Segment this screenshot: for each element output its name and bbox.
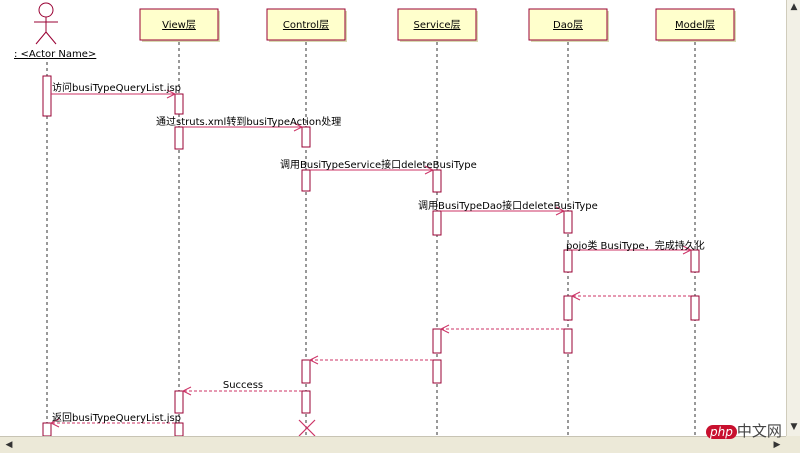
activation-bar — [563, 249, 573, 273]
scroll-corner — [786, 436, 800, 453]
activation-bar — [690, 295, 700, 321]
activation-bar — [174, 93, 184, 115]
lifeline-dao-label: Dao层 — [553, 19, 583, 31]
lifeline-view[interactable]: View层 — [139, 8, 220, 436]
activation-bar — [174, 126, 184, 150]
lifeline-control[interactable]: Control层 — [266, 8, 347, 436]
message-4-label: 调用BusiTypeDao接口deleteBusiType — [418, 199, 598, 212]
destroy-marker — [298, 419, 316, 436]
lifeline-model[interactable]: Model层 — [655, 8, 736, 436]
message-5-label: pojo类 BusiType，完成持久化 — [566, 239, 705, 252]
activation-bar — [301, 126, 311, 148]
activation-bar — [432, 359, 442, 384]
arrowhead-icon — [570, 291, 581, 301]
vertical-scrollbar[interactable]: ▲ ▼ — [786, 0, 800, 436]
lifeline-view-head[interactable] — [139, 8, 219, 41]
activation-bar — [42, 75, 52, 117]
lifeline-control-head[interactable] — [266, 8, 346, 41]
activation-bar — [690, 249, 700, 273]
message-2[interactable]: 通过struts.xml转到busiTypeAction处理 — [156, 115, 341, 132]
activation-bar — [432, 169, 442, 193]
scroll-up-icon[interactable]: ▲ — [790, 2, 798, 12]
message-1-label: 访问busiTypeQueryList.jsp — [52, 81, 181, 94]
activation-bar — [174, 390, 184, 414]
message-5[interactable]: pojo类 BusiType，完成持久化 — [566, 239, 705, 255]
lifeline-dao[interactable]: Dao层 — [528, 8, 609, 436]
arrowhead-icon — [166, 89, 177, 99]
message-3[interactable]: 调用BusiTypeService接口deleteBusiType — [280, 158, 477, 175]
arrowhead-icon — [181, 386, 192, 396]
activation-bar — [42, 422, 52, 436]
arrowhead-icon — [439, 324, 450, 334]
arrowhead-icon — [308, 355, 319, 365]
message-3-label: 调用BusiTypeService接口deleteBusiType — [280, 158, 477, 171]
sequence-diagram: : <Actor Name> View层 Control层 Service层 Dao层… — [14, 2, 736, 436]
message-9[interactable]: Success — [181, 380, 302, 396]
activation-bar — [301, 169, 311, 192]
message-9-label: Success — [223, 380, 263, 391]
lifeline-model-head[interactable] — [655, 8, 735, 41]
message-2-label: 通过struts.xml转到busiTypeAction处理 — [156, 115, 341, 128]
arrowhead-icon — [555, 206, 566, 216]
lifeline-dao-head[interactable] — [528, 8, 608, 41]
scroll-left-icon[interactable]: ◀ — [5, 440, 13, 450]
arrowhead-icon — [682, 245, 693, 255]
message-1[interactable]: 访问busiTypeQueryList.jsp — [51, 81, 181, 99]
watermark-badge: php — [706, 425, 737, 439]
activation-bar — [301, 359, 311, 384]
watermark-text: 中文网 — [736, 422, 782, 440]
activation-bar — [174, 422, 184, 436]
message-8[interactable] — [308, 355, 433, 365]
scroll-right-icon[interactable]: ▶ — [773, 440, 781, 450]
message-10[interactable]: 返回busiTypeQueryList.jsp — [49, 412, 181, 428]
lifeline-service[interactable]: Service层 — [397, 8, 478, 436]
lifeline-model-label: Model层 — [675, 19, 715, 31]
activation-bar — [563, 295, 573, 321]
scroll-down-icon[interactable]: ▼ — [790, 422, 798, 432]
lifeline-view-label: View层 — [162, 19, 196, 31]
actor-figure[interactable] — [34, 2, 58, 45]
lifeline-service-head[interactable] — [397, 8, 477, 41]
activation-bar — [301, 390, 311, 414]
horizontal-scrollbar[interactable]: ◀ ▶ — [0, 436, 786, 453]
message-7[interactable] — [439, 324, 564, 334]
activation-bar — [563, 328, 573, 354]
activation-bar — [432, 328, 442, 354]
arrowhead-icon — [424, 165, 435, 175]
lifeline-service-label: Service层 — [414, 19, 461, 31]
message-6[interactable] — [570, 291, 691, 301]
activation-bar — [432, 210, 442, 236]
arrowhead-icon — [49, 418, 60, 428]
activation-bar — [563, 210, 573, 234]
message-4[interactable]: 调用BusiTypeDao接口deleteBusiType — [418, 199, 598, 216]
lifeline-control-label: Control层 — [283, 19, 329, 31]
arrowhead-icon — [293, 122, 304, 132]
actor-name: : <Actor Name> — [14, 49, 96, 60]
message-10-label: 返回busiTypeQueryList.jsp — [52, 412, 181, 424]
